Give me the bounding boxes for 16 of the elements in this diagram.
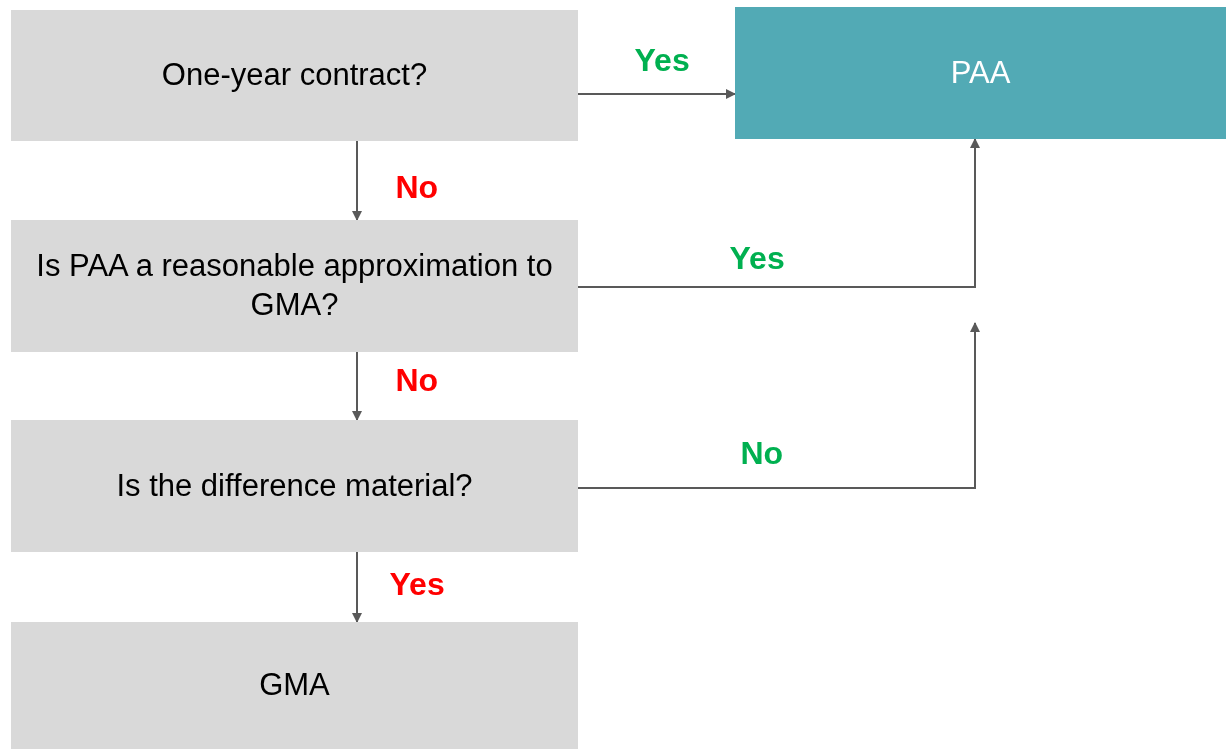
arrow	[577, 138, 980, 288]
node-text: One-year contract?	[161, 56, 428, 95]
decision-box	[11, 420, 578, 552]
result-box	[11, 622, 578, 749]
decision-box	[11, 10, 578, 141]
node-text: Is the difference material?	[116, 466, 473, 505]
arrow	[352, 140, 362, 221]
arrow	[352, 351, 362, 421]
node-text: Is PAA a reasonable approximation to GMA?	[35, 247, 554, 324]
arrow	[352, 551, 362, 623]
node-text: GMA	[259, 666, 330, 705]
arrow	[577, 89, 736, 99]
arrow	[577, 322, 980, 489]
node-text: PAA	[950, 53, 1011, 92]
result-box	[735, 7, 1226, 139]
decision-box	[11, 220, 578, 352]
